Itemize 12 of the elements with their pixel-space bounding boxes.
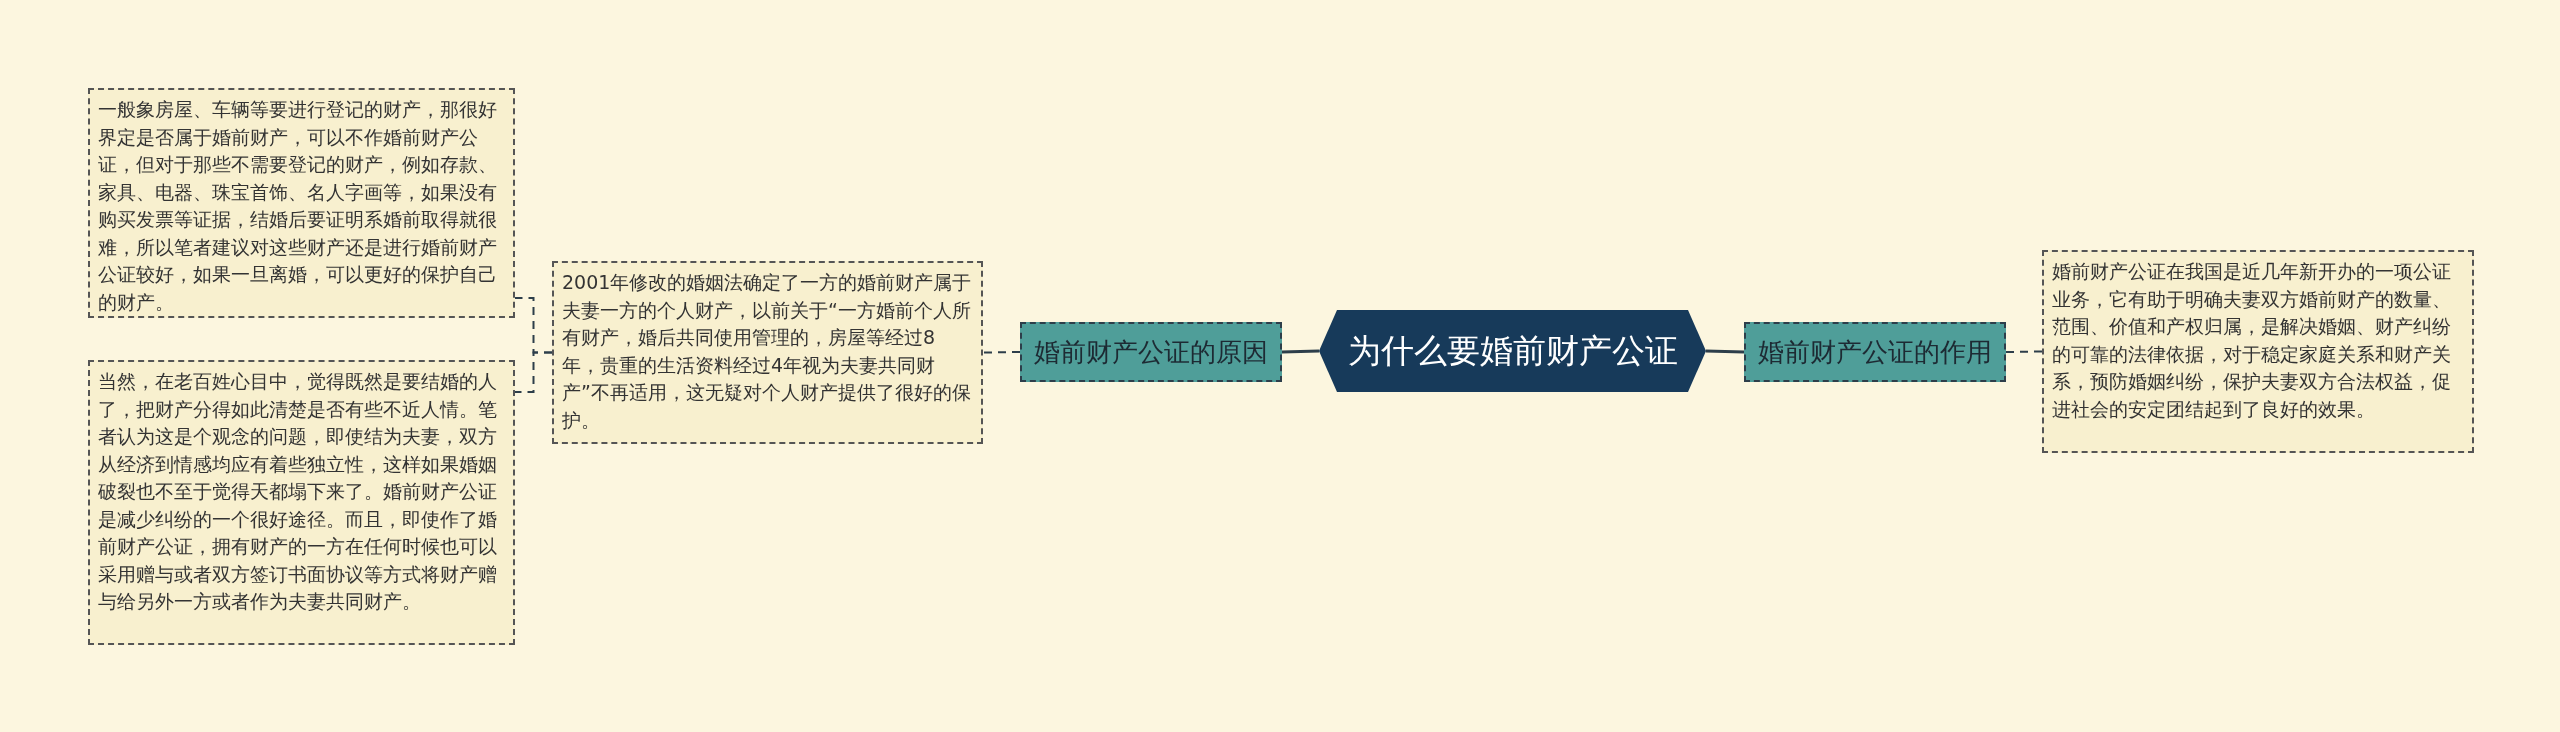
connector-line	[982, 351, 1021, 354]
note-box: 婚前财产公证在我国是近几年新开办的一项公证业务，它有助于明确夫妻双方婚前财产的数量、范围、价值和产权归属，是解决婚姻、财产纠纷的可靠的法律依据，对于稳定家庭关系和财产关系，预防婚姻纠纷，保护夫妻双方合法权益，促进社会的安定团结起到了良好的效果。	[2042, 250, 2474, 453]
topic-box: 婚前财产公证的原因	[1020, 322, 1282, 382]
note-box: 当然，在老百姓心目中，觉得既然是要结婚的人了，把财产分得如此清楚是否有些不近人情。笔者认为这是个观念的问题，即使结为夫妻，双方从经济到情感均应有着些独立性，这样如果婚姻破裂也不至于觉得天都塌下来了。婚前财产公证是减少纠纷的一个很好途径。而且，即使作了婚前财产公证，拥有财产的一方在任何时候也可以采用赠与或者双方签订书面协议等方式将财产赠与给另外一方或者作为夫妻共同财产。	[88, 360, 515, 645]
connector-line	[1281, 349, 1320, 354]
topic-box: 婚前财产公证的作用	[1744, 322, 2006, 382]
note-box: 2001年修改的婚姻法确定了一方的婚前财产属于夫妻一方的个人财产，以前关于“一方婚前个人所有财产，婚后共同使用管理的，房屋等经过8年，贵重的生活资料经过4年视为夫妻共同财产”不再适用，这无疑对个人财产提供了很好的保护。	[552, 261, 983, 444]
connector-line	[1705, 349, 1745, 354]
connector-line	[514, 351, 553, 393]
note-box: 一般象房屋、车辆等要进行登记的财产，那很好界定是否属于婚前财产，可以不作婚前财产公证，但对于那些不需要登记的财产，例如存款、家具、电器、珠宝首饰、名人字画等，如果没有购买发票等证据，结婚后要证明系婚前取得就很难，所以笔者建议对这些财产还是进行婚前财产公证较好，如果一旦离婚，可以更好的保护自己的财产。	[88, 88, 515, 318]
connector-line	[2005, 350, 2043, 353]
title-hexagon: 为什么要婚前财产公证	[1319, 310, 1706, 392]
